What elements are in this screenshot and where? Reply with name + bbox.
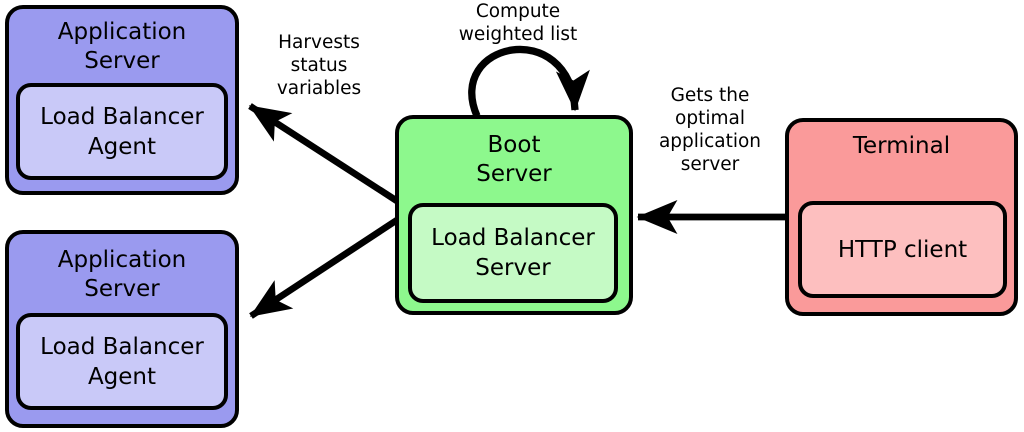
node-application-server-bottom: Application Server Load Balancer Agent [5, 230, 239, 428]
node-application-server-top: Application Server Load Balancer Agent [5, 5, 239, 195]
harvests-arrow-bottom [249, 217, 399, 319]
node-load-balancer-agent-bottom: Load Balancer Agent [16, 313, 228, 410]
harvests-arrow-top [248, 103, 399, 204]
node-title-application-server-top: Application Server [57, 19, 187, 74]
edge-label-harvests-status-variables: Harvests status variables [276, 32, 362, 99]
self-loop-arrow [468, 45, 590, 118]
node-title-terminal: Terminal [852, 133, 951, 159]
edge-label-gets-optimal-application-server: Gets the optimal application server [658, 85, 762, 175]
node-title-boot-server: Boot Server [476, 132, 552, 187]
node-boot-server: Boot Server Load Balancer Server [395, 115, 633, 315]
node-load-balancer-agent-top: Load Balancer Agent [16, 83, 228, 180]
node-load-balancer-server: Load Balancer Server [408, 203, 618, 303]
node-http-client: HTTP client [798, 201, 1007, 298]
node-terminal: Terminal HTTP client [785, 118, 1018, 316]
edge-label-compute-weighted-list: Compute weighted list [458, 1, 578, 45]
node-title-application-server-bottom: Application Server [57, 247, 187, 302]
